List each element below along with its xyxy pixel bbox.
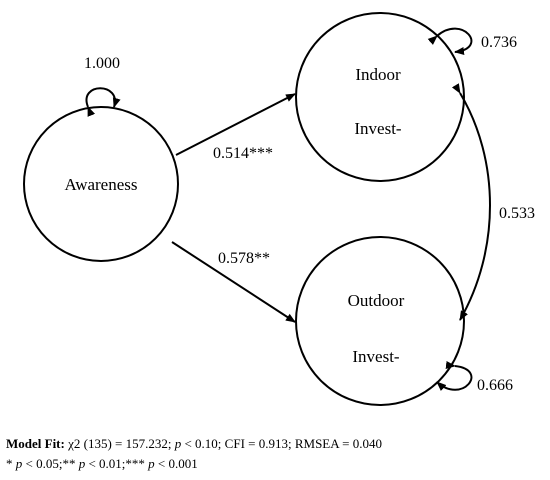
- covariance-indoor-outdoor: [451, 83, 491, 321]
- outdoor-path-coefficient: 0.578**: [218, 250, 270, 267]
- p-symbol: p: [174, 436, 182, 451]
- path-awareness-to-outdoor: [171, 241, 296, 323]
- awareness-label: Awareness: [64, 175, 137, 194]
- sig-v2: < 0.01;***: [85, 456, 149, 471]
- sig-p3: p: [148, 456, 155, 471]
- indoor-residual-value: 0.736: [481, 34, 517, 51]
- outdoor-invest-node: [295, 236, 465, 406]
- outdoor-residual-value: 0.666: [477, 377, 513, 394]
- path-awareness-to-indoor: [175, 93, 296, 156]
- chi-square-text: χ2 (135) = 157.232;: [64, 436, 175, 451]
- indoor-label-line2: Invest-: [354, 119, 402, 138]
- model-fit-label: Model Fit:: [6, 436, 65, 451]
- sem-path-diagram: Awareness Indoor Invest- Outdoor Invest-…: [23, 12, 535, 406]
- awareness-variance-loop: [85, 87, 121, 117]
- indoor-residual-loop: [427, 27, 473, 55]
- outdoor-label-line1: Outdoor: [348, 291, 405, 310]
- indoor-invest-node: [295, 12, 465, 182]
- sig-p2: p: [78, 456, 86, 471]
- significance-note: * p < 0.05;** p < 0.01;*** p < 0.001: [6, 455, 198, 473]
- outdoor-label-line2: Invest-: [352, 347, 400, 366]
- sig-p1: p: [15, 456, 23, 471]
- indoor-label-line1: Indoor: [355, 65, 401, 84]
- outdoor-residual-loop: [436, 360, 473, 392]
- sig-star1: *: [6, 456, 16, 471]
- covariance-value: 0.533: [499, 205, 535, 222]
- awareness-variance-value: 1.000: [84, 55, 120, 72]
- fit-indices-text: < 0.10; CFI = 0.913; RMSEA = 0.040: [181, 436, 382, 451]
- indoor-path-coefficient: 0.514***: [213, 145, 273, 162]
- model-fit-line: Model Fit: χ2 (135) = 157.232; p < 0.10;…: [6, 435, 382, 453]
- sig-v3: < 0.001: [154, 456, 198, 471]
- sig-v1: < 0.05;**: [22, 456, 79, 471]
